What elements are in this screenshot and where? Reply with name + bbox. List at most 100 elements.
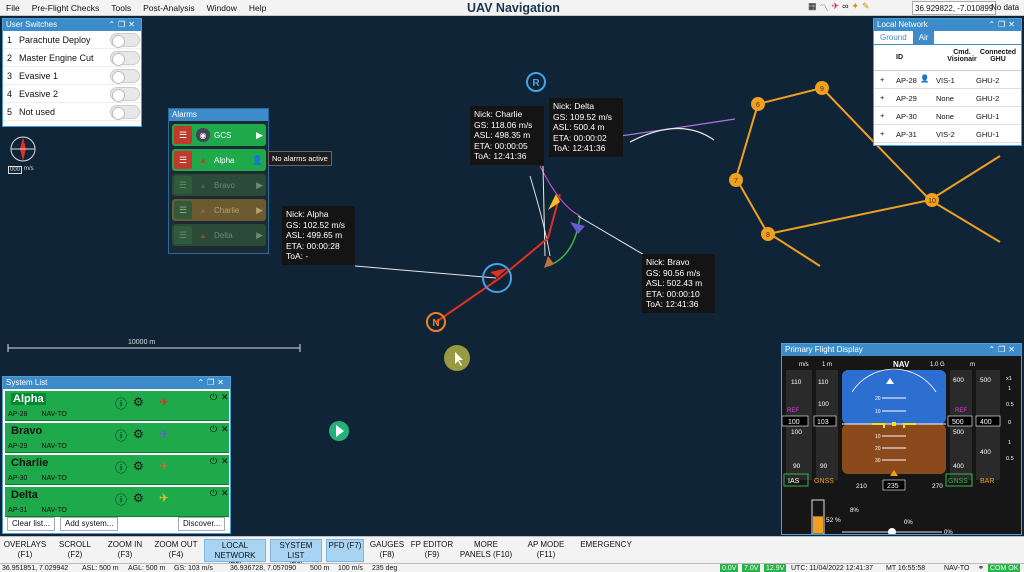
pfd-button[interactable]: PFD (F7) <box>326 539 364 562</box>
rally-point-marker[interactable]: R <box>526 72 546 92</box>
collapse-icon[interactable]: ⌃ <box>108 20 119 29</box>
toggle-switch[interactable] <box>110 105 140 120</box>
tab-air[interactable]: Air <box>912 31 935 44</box>
close-icon[interactable]: ✕ <box>221 488 229 498</box>
power-icon[interactable]: ⏻ <box>210 424 218 434</box>
pen-icon[interactable]: ✎ <box>862 1 870 11</box>
toggle-switch[interactable] <box>110 69 140 84</box>
restore-icon[interactable]: ❐ <box>998 20 1009 29</box>
fp-editor-button[interactable]: FP EDITOR(F9) <box>410 540 454 559</box>
overlays-button[interactable]: OVERLAYS(F1) <box>3 540 47 559</box>
close-icon[interactable]: ✕ <box>221 456 229 466</box>
close-icon[interactable]: ✕ <box>221 424 229 434</box>
waypoint-10[interactable]: 10 <box>925 193 939 207</box>
waypoint-9[interactable]: 9 <box>815 81 829 95</box>
emergency-button[interactable]: EMERGENCY <box>580 540 632 549</box>
waypoint-7[interactable]: 7 <box>729 173 743 187</box>
svg-text:8%: 8% <box>850 508 859 514</box>
link-icon[interactable]: ∞ <box>842 1 849 11</box>
power-icon[interactable]: ⏻ <box>210 392 218 402</box>
play-icon: ▶ <box>256 229 263 240</box>
clear-list-button[interactable]: Clear list... <box>7 517 55 531</box>
system-list-button[interactable]: SYSTEM LIST(F6) <box>270 539 322 570</box>
power-icon[interactable]: ⏻ <box>210 488 218 498</box>
svg-text:52 %: 52 % <box>826 517 841 524</box>
restore-icon[interactable]: ❐ <box>118 20 129 29</box>
local-network-button[interactable]: LOCAL NETWORK(F5) <box>204 539 266 570</box>
gauges-button[interactable]: GAUGES(F8) <box>369 540 405 559</box>
collapse-icon[interactable]: ⌃ <box>988 345 999 354</box>
close-icon[interactable]: ✕ <box>1008 345 1018 354</box>
expand-icon[interactable]: + <box>880 111 885 120</box>
menu-postanalysis[interactable]: Post-Analysis <box>143 2 195 13</box>
toggle-switch[interactable] <box>110 51 140 66</box>
power-icon[interactable]: ⏻ <box>210 456 218 466</box>
svg-text:400: 400 <box>953 463 964 470</box>
close-icon[interactable]: ✕ <box>221 392 229 402</box>
more-panels-button[interactable]: MORE PANELS (F10) <box>459 540 513 559</box>
restore-icon[interactable]: ❐ <box>998 345 1009 354</box>
grid-icon[interactable]: ▦ <box>808 1 817 11</box>
svg-text:R: R <box>532 78 540 89</box>
expand-icon[interactable]: + <box>880 93 885 102</box>
gear-icon[interactable]: ⚙ <box>133 459 144 473</box>
toggle-switch[interactable] <box>110 33 140 48</box>
close-icon[interactable]: ✕ <box>217 378 227 387</box>
info-icon[interactable]: ⓘ <box>115 461 128 475</box>
alarm-delta[interactable]: ☰▲Delta▶ <box>172 224 266 246</box>
collapse-icon[interactable]: ⌃ <box>988 20 999 29</box>
close-icon[interactable]: ✕ <box>128 20 138 29</box>
alarm-alpha[interactable]: ☰▲Alpha👤 <box>172 149 266 171</box>
home-marker[interactable]: N <box>426 312 446 332</box>
aircraft-delta-icon[interactable] <box>544 256 554 268</box>
alarm-bravo[interactable]: ☰▲Bravo▶ <box>172 174 266 196</box>
status-asl: ASL: 500 m <box>82 565 119 572</box>
menu-file[interactable]: File <box>6 2 20 13</box>
zoom-out-button[interactable]: ZOOM OUT(F4) <box>154 540 198 559</box>
gear-icon[interactable]: ⚙ <box>133 395 144 409</box>
zoom-in-button[interactable]: ZOOM IN(F3) <box>107 540 143 559</box>
ap-mode-button[interactable]: AP MODE(F11) <box>527 540 565 559</box>
toggle-switch[interactable] <box>110 87 140 102</box>
add-system-button[interactable]: Add system... <box>60 517 119 531</box>
info-icon[interactable]: ⓘ <box>115 397 128 411</box>
satellite-icon[interactable]: ✦ <box>851 1 860 11</box>
collapse-icon[interactable]: ⌃ <box>197 378 208 387</box>
aircraft-bravo-icon[interactable] <box>570 222 585 234</box>
menu-preflight[interactable]: Pre-Flight Checks <box>31 2 100 13</box>
voltage-3: 12.9V <box>764 564 787 572</box>
alarm-charlie[interactable]: ☰▲Charlie▶ <box>172 199 266 221</box>
info-icon[interactable]: ⓘ <box>115 493 128 507</box>
aircraft-alpha-icon[interactable] <box>490 268 508 284</box>
menu-tools[interactable]: Tools <box>111 2 132 13</box>
svg-text:90: 90 <box>793 463 801 470</box>
menu-help[interactable]: Help <box>248 2 267 13</box>
gear-icon[interactable]: ⚙ <box>133 491 144 505</box>
system-ap: AP-29 <box>8 443 28 450</box>
menu-window[interactable]: Window <box>206 2 237 13</box>
rocket-icon[interactable]: ✈ <box>831 1 840 11</box>
tab-ground[interactable]: Ground <box>880 33 907 42</box>
chart-icon[interactable]: 〽 <box>819 3 829 13</box>
aircraft-charlie-icon[interactable] <box>548 194 560 210</box>
alarm-gcs[interactable]: ☰◉GCS▶ <box>172 124 266 146</box>
expand-icon[interactable]: + <box>880 75 885 84</box>
close-icon[interactable]: ✕ <box>1008 20 1018 29</box>
waypoint-6[interactable]: 6 <box>751 97 765 111</box>
discover-button[interactable]: Discover... <box>178 517 226 531</box>
restore-icon[interactable]: ❐ <box>207 378 218 387</box>
gear-icon[interactable]: ⚙ <box>133 427 144 441</box>
expand-icon[interactable]: + <box>880 129 885 138</box>
info-icon[interactable]: ⓘ <box>115 429 128 443</box>
status-mode: NAV-TO <box>944 565 970 572</box>
scroll-button[interactable]: SCROLL(F2) <box>58 540 91 559</box>
waypoint-8[interactable]: 8 <box>761 227 775 241</box>
